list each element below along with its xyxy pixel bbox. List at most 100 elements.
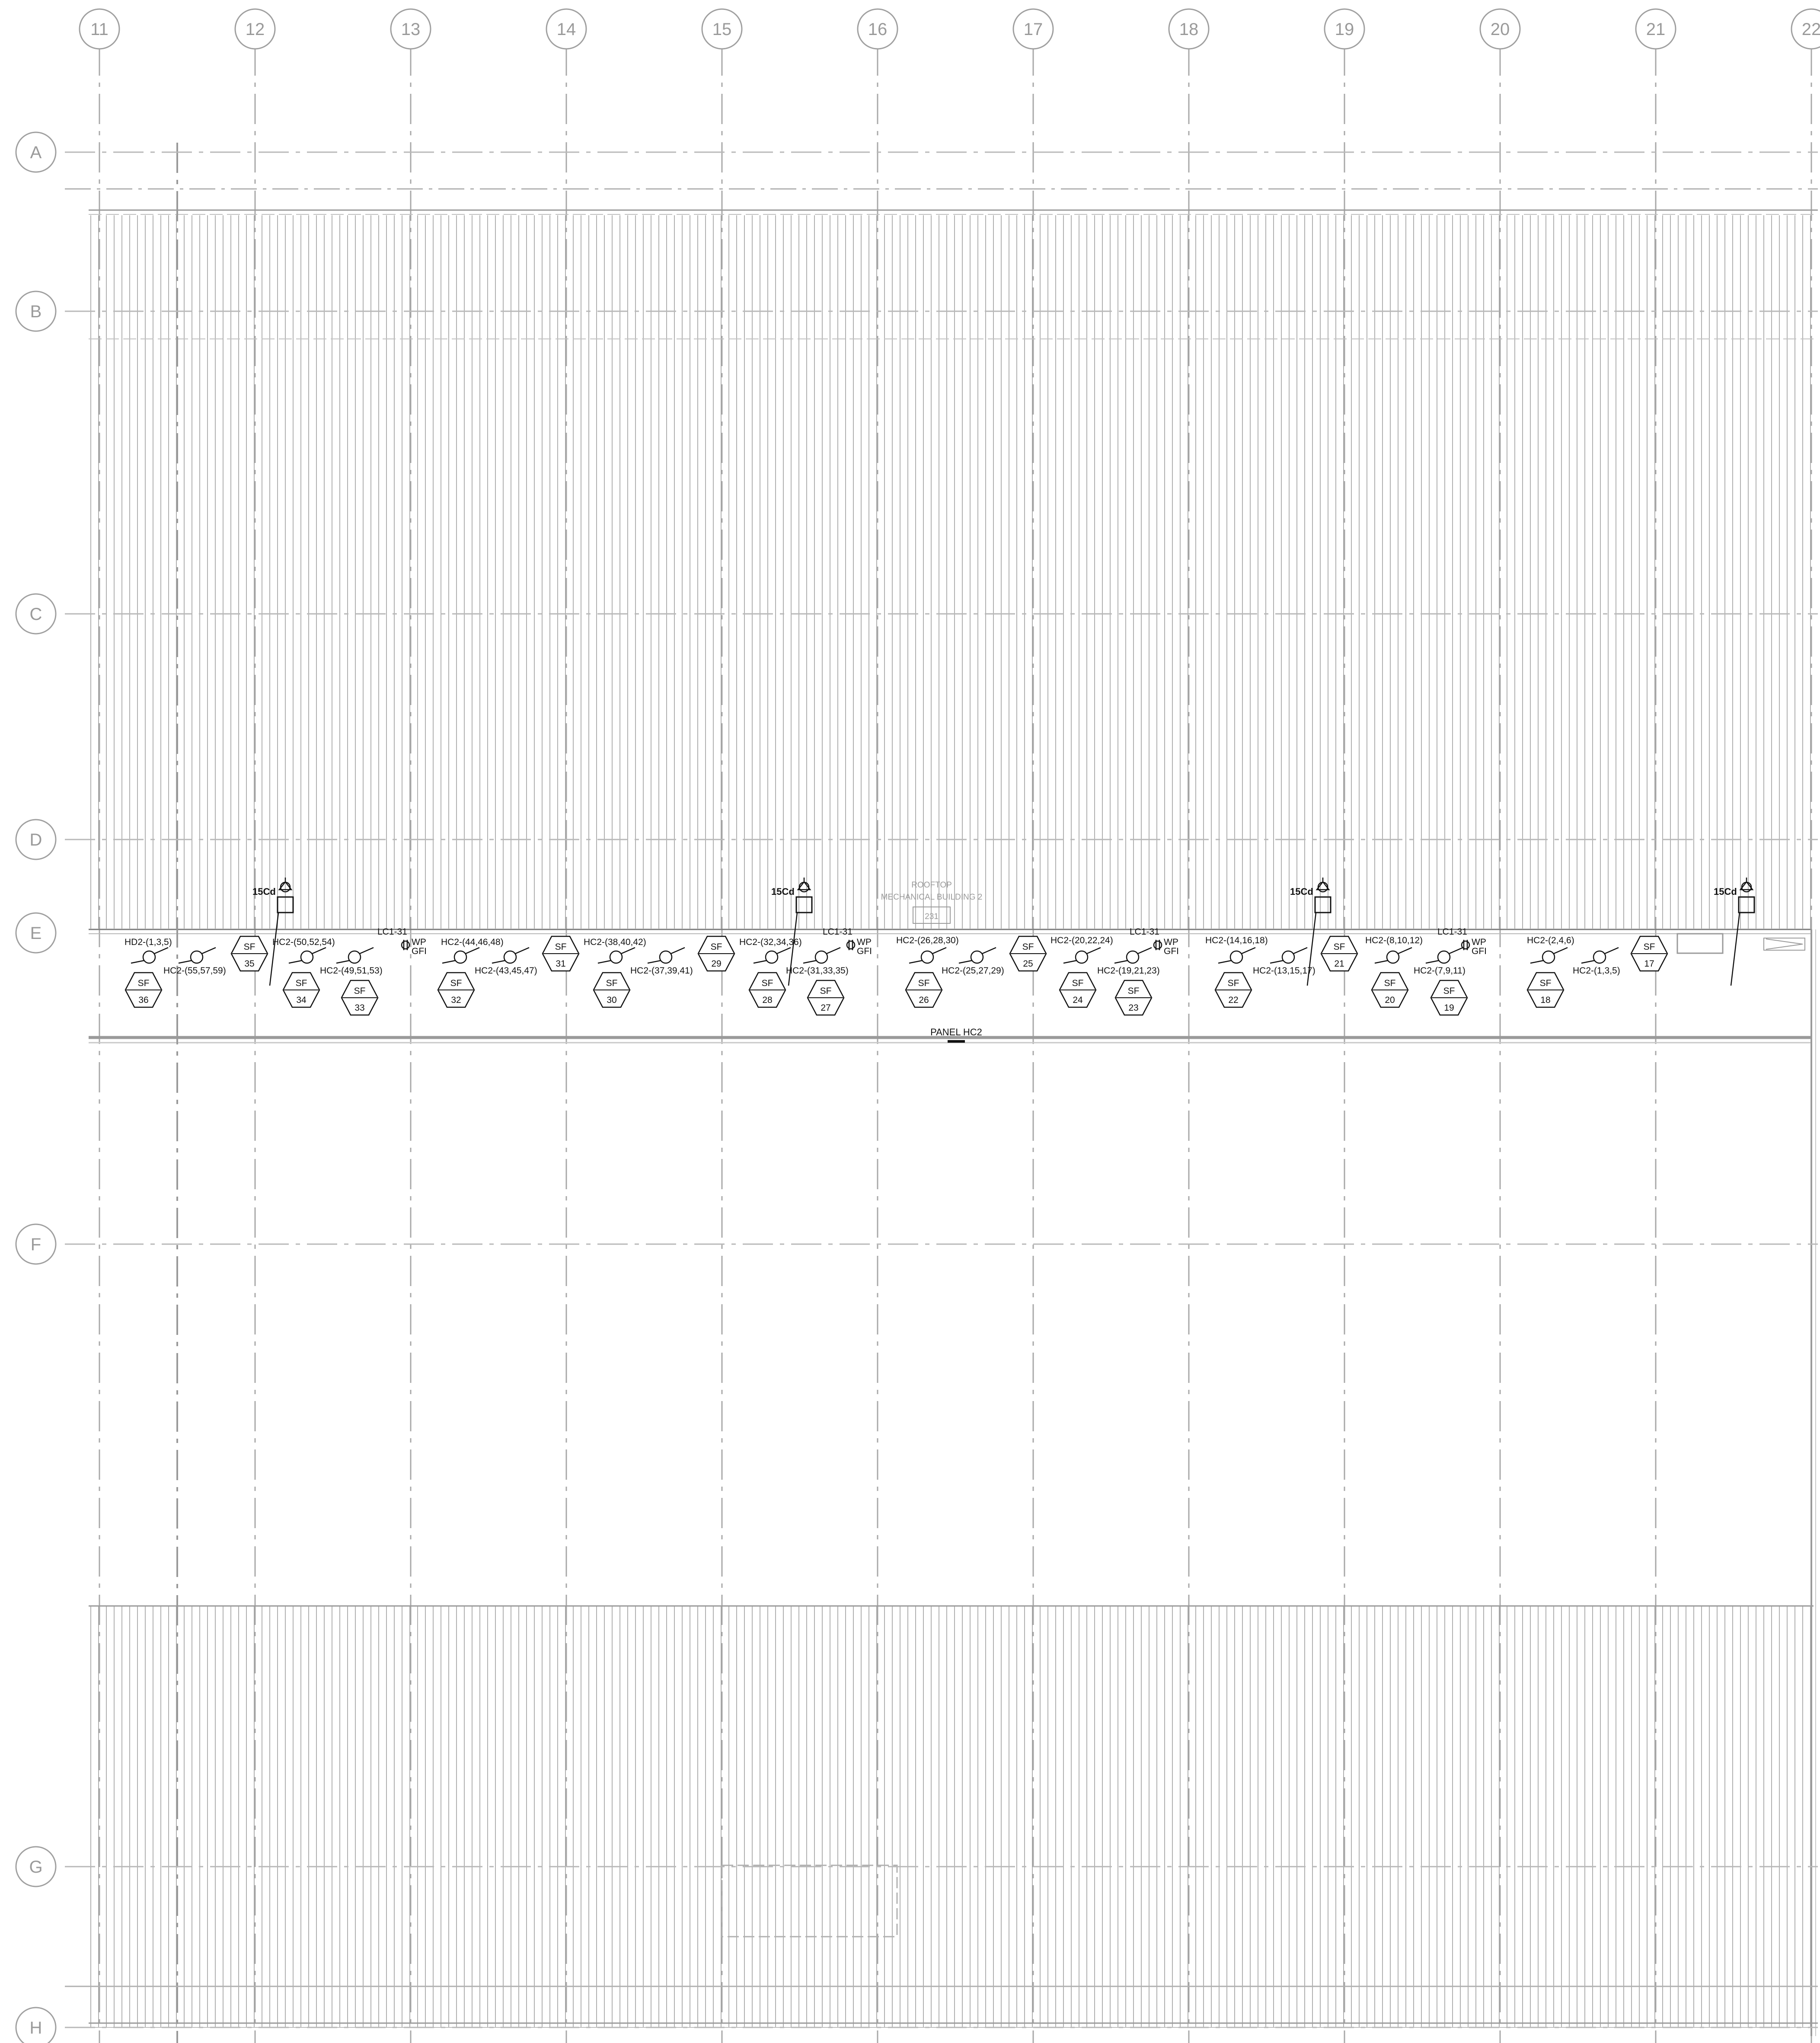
grid-bubble-15: 15 — [701, 8, 743, 50]
tag-prefix: SF — [354, 986, 366, 996]
tag-number: 18 — [1540, 995, 1550, 1005]
tag-number: 26 — [919, 995, 929, 1005]
receptacle-type-top: WP — [1164, 937, 1178, 947]
tag-number: 24 — [1073, 995, 1083, 1005]
panel-hc2-label: PANEL HC2 — [930, 1027, 982, 1037]
tag-number: 25 — [1023, 959, 1033, 969]
tag-number: 22 — [1228, 995, 1238, 1005]
fan-units: HD2-(1,3,5)SF36HC2-(55,57,59)SF35HC2-(50… — [125, 935, 1668, 1016]
circuit-label: HD2-(1,3,5) — [125, 937, 172, 947]
tag-number: 28 — [762, 995, 772, 1005]
grid-bubble-18: 18 — [1168, 8, 1210, 50]
circuit-label: HC2-(38,40,42) — [584, 937, 646, 947]
receptacle-circuit: LC1-31 — [1130, 927, 1159, 937]
receptacle-circuit: LC1-31 — [1437, 927, 1467, 937]
grid-bubble-22: 22 — [1791, 8, 1820, 50]
panel-label: PANEL HC2 — [930, 1027, 982, 1043]
receptacle-type-top: WP — [412, 937, 426, 947]
tag-prefix: SF — [1384, 978, 1396, 988]
circuit-label: HC2-(37,39,41) — [630, 966, 693, 976]
fan-unit-sf-30: HC2-(38,40,42) SF 30 — [584, 937, 646, 1008]
receptacle-type-bottom: GFI — [1472, 946, 1487, 956]
receptacle-circuit: LC1-31 — [823, 927, 853, 937]
circuit-label: HC2-(7,9,11) — [1414, 966, 1466, 976]
svg-text:A: A — [30, 143, 42, 162]
tag-number: 19 — [1444, 1003, 1454, 1013]
svg-text:19: 19 — [1335, 20, 1354, 39]
circuit-label: HC2-(2,4,6) — [1527, 935, 1574, 945]
grid-bubble-E: E — [15, 912, 57, 954]
svg-text:13: 13 — [401, 20, 421, 39]
tag-number: 27 — [821, 1003, 830, 1013]
grid-bubble-21: 21 — [1635, 8, 1676, 50]
tag-prefix: SF — [820, 986, 832, 996]
tag-number: 29 — [711, 959, 721, 969]
tag-prefix: SF — [711, 942, 722, 952]
receptacle-type-top: WP — [1472, 937, 1486, 947]
circuit-label: HC2-(8,10,12) — [1365, 935, 1423, 945]
tag-number: 21 — [1334, 959, 1344, 969]
circuit-label: HC2-(43,45,47) — [475, 966, 537, 976]
fan-unit-sf-20: HC2-(8,10,12) SF 20 — [1365, 935, 1423, 1008]
tag-prefix: SF — [762, 978, 773, 988]
svg-text:12: 12 — [246, 20, 265, 39]
tag-prefix: SF — [1072, 978, 1084, 988]
tag-number: 31 — [556, 959, 565, 969]
circuit-label: HC2-(44,46,48) — [441, 937, 504, 947]
svg-text:22: 22 — [1802, 20, 1820, 39]
receptacle-type-bottom: GFI — [857, 946, 872, 956]
fan-unit-sf-21: HC2-(13,15,17) SF 21 — [1253, 935, 1358, 976]
tag-prefix: SF — [1334, 942, 1345, 952]
tag-prefix: SF — [1540, 978, 1552, 988]
tag-prefix: SF — [244, 942, 255, 952]
tag-prefix: SF — [555, 942, 567, 952]
grid-bubble-11: 11 — [79, 8, 120, 50]
grid-bubble-D: D — [15, 819, 57, 860]
circuit-label: HC2-(13,15,17) — [1253, 966, 1316, 976]
tag-prefix: SF — [138, 978, 150, 988]
circuit-label: HC2-(55,57,59) — [163, 966, 226, 976]
circuit-label: HC2-(19,21,23) — [1097, 966, 1160, 976]
tag-number: 35 — [244, 959, 254, 969]
receptacle-circuit: LC1-31 — [377, 927, 407, 937]
grid-bubble-19: 19 — [1324, 8, 1365, 50]
svg-text:16: 16 — [868, 20, 888, 39]
fan-unit-sf-24: HC2-(20,22,24) SF 24 — [1050, 935, 1113, 1008]
tag-number: 20 — [1385, 995, 1395, 1005]
disconnect-15cd-1: 15Cd — [252, 878, 294, 986]
svg-text:15: 15 — [712, 20, 732, 39]
disconnect-label: 15Cd — [1714, 886, 1737, 897]
tag-number: 33 — [354, 1003, 364, 1013]
circuit-label: HC2-(1,3,5) — [1573, 966, 1620, 976]
svg-text:B: B — [30, 302, 42, 321]
svg-text:D: D — [30, 830, 42, 849]
disconnect-label: 15Cd — [771, 886, 795, 897]
tag-prefix: SF — [606, 978, 618, 988]
tag-prefix: SF — [296, 978, 307, 988]
fan-unit-sf-29: HC2-(37,39,41) SF 29 — [630, 935, 735, 976]
grid-bubble-20: 20 — [1479, 8, 1521, 50]
tag-number: 30 — [607, 995, 616, 1005]
grid-bubble-16: 16 — [857, 8, 898, 50]
tag-prefix: SF — [1022, 942, 1034, 952]
svg-text:F: F — [31, 1235, 41, 1254]
circuit-label: HC2-(49,51,53) — [320, 966, 383, 976]
disconnect-15cd-2: 15Cd — [771, 878, 813, 986]
circuit-label: HC2-(20,22,24) — [1050, 935, 1113, 945]
room-number: 231 — [925, 912, 939, 921]
receptacle-type-bottom: GFI — [412, 946, 427, 956]
